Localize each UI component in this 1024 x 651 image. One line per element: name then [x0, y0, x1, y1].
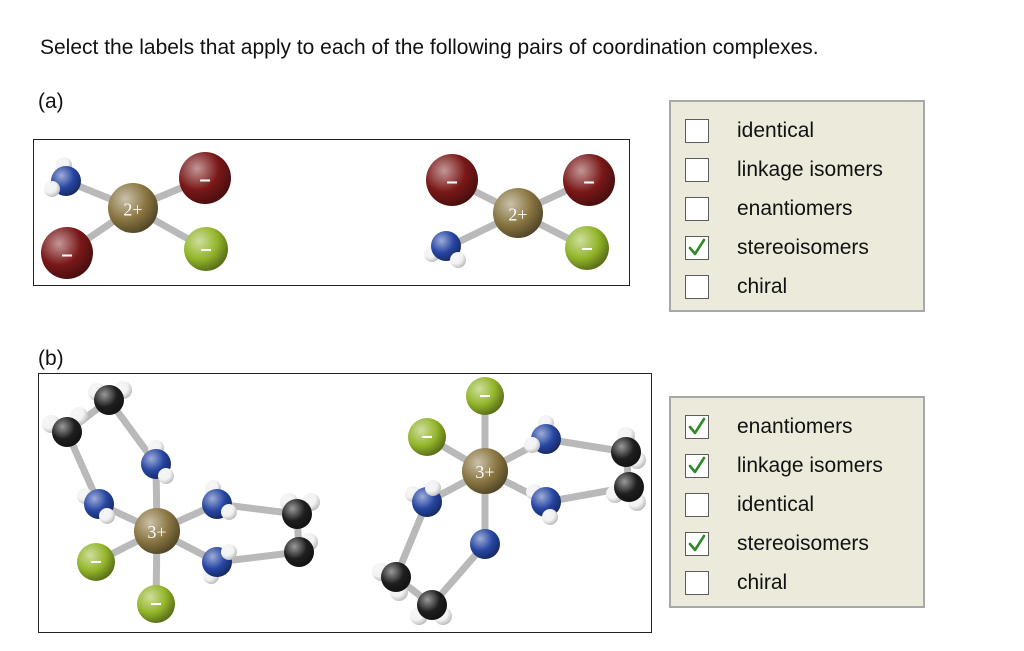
chloride-ligand [77, 543, 115, 581]
carbon-atom [284, 537, 314, 567]
anion-charge-label: – [61, 244, 72, 266]
metal-center [493, 188, 543, 238]
hydrogen-atom [99, 508, 115, 524]
carbon-atom [94, 385, 124, 415]
checkbox-icon[interactable] [685, 492, 709, 517]
checkmark-icon [688, 238, 706, 255]
carbon-atom [611, 437, 641, 467]
chloride-ligand [466, 377, 504, 415]
anion-charge-label: – [446, 171, 457, 193]
bromide-ligand [41, 227, 93, 279]
option-b-stereoisomers[interactable]: stereoisomers [671, 524, 923, 563]
option-b-identical[interactable]: identical [671, 485, 923, 524]
hydrogen-atom [542, 509, 558, 525]
carbon-atom [417, 590, 447, 620]
part-b-label: (b) [38, 347, 64, 370]
option-label: identical [737, 118, 815, 142]
chloride-ligand [137, 585, 175, 623]
option-a-linkage-isomers[interactable]: linkage isomers [671, 150, 923, 189]
anion-charge-label: – [421, 426, 432, 448]
hydrogen-atom [524, 437, 540, 453]
hydrogen-atom [44, 181, 60, 197]
metal-charge-label: 3+ [475, 462, 494, 482]
option-b-chiral[interactable]: chiral [671, 563, 923, 602]
anion-charge-label: – [200, 239, 211, 261]
hydrogen-atom [221, 544, 237, 560]
molecule-pair-a-drawing: – – – 2+ – – – 2+ [41, 152, 615, 279]
options-panel-a: identical linkage isomers enantiomers stere… [669, 100, 925, 312]
part-a-label: (a) [38, 90, 64, 113]
molecule-pair-a: – – – 2+ – – – 2+ [33, 139, 630, 286]
checkbox-icon[interactable] [685, 531, 709, 556]
checkmark-icon [688, 456, 706, 473]
metal-charge-label: 2+ [123, 200, 142, 220]
option-label: chiral [737, 570, 788, 594]
chloride-ligand [408, 418, 446, 456]
option-label: linkage isomers [737, 453, 883, 477]
option-b-enantiomers[interactable]: enantiomers [671, 407, 923, 446]
anion-charge-label: – [479, 385, 490, 407]
option-a-enantiomers[interactable]: enantiomers [671, 189, 923, 228]
hydrogen-atom [221, 504, 237, 520]
checkbox-icon[interactable] [685, 157, 709, 182]
metal-center [108, 183, 158, 233]
bromide-ligand [426, 154, 478, 206]
anion-charge-label: – [90, 551, 101, 573]
molecule-pair-b-drawing: – – 3+ – – 3+ [42, 377, 646, 625]
metal-center [462, 448, 508, 494]
anion-charge-label: – [583, 171, 594, 193]
option-label: linkage isomers [737, 157, 883, 181]
option-label: identical [737, 492, 815, 516]
checkbox-icon[interactable] [685, 235, 709, 260]
anion-charge-label: – [581, 238, 592, 260]
hydrogen-atom [450, 252, 466, 268]
option-a-identical[interactable]: identical [671, 111, 923, 150]
nitrogen-atom [470, 529, 500, 559]
hydrogen-atom [425, 480, 441, 496]
bromide-ligand [179, 152, 231, 204]
hydrogen-atom [158, 468, 174, 484]
metal-center [134, 508, 180, 554]
checkbox-icon[interactable] [685, 118, 709, 143]
checkmark-icon [688, 534, 706, 551]
option-label: enantiomers [737, 196, 853, 220]
option-label: stereoisomers [737, 235, 869, 259]
bromide-ligand [563, 154, 615, 206]
option-label: enantiomers [737, 414, 853, 438]
checkbox-icon[interactable] [685, 274, 709, 299]
checkbox-icon[interactable] [685, 570, 709, 595]
chloride-ligand [565, 226, 609, 270]
options-panel-b: enantiomers linkage isomers identical stere… [669, 396, 925, 608]
checkbox-icon[interactable] [685, 453, 709, 478]
checkmark-icon [688, 417, 706, 434]
anion-charge-label: – [199, 169, 210, 191]
chloride-ligand [184, 227, 228, 271]
checkbox-icon[interactable] [685, 196, 709, 221]
carbon-atom [614, 472, 644, 502]
option-b-linkage-isomers[interactable]: linkage isomers [671, 446, 923, 485]
molecule-pair-b: – – 3+ – – 3+ [38, 373, 652, 633]
metal-charge-label: 3+ [147, 522, 166, 542]
metal-charge-label: 2+ [508, 205, 527, 225]
checkbox-icon[interactable] [685, 414, 709, 439]
option-label: stereoisomers [737, 531, 869, 555]
option-a-chiral[interactable]: chiral [671, 267, 923, 306]
option-label: chiral [737, 274, 788, 298]
question-text: Select the labels that apply to each of … [40, 36, 819, 59]
carbon-atom [52, 417, 82, 447]
carbon-atom [381, 562, 411, 592]
nitrogen-atom [531, 487, 561, 517]
carbon-atom [282, 499, 312, 529]
option-a-stereoisomers[interactable]: stereoisomers [671, 228, 923, 267]
anion-charge-label: – [150, 593, 161, 615]
